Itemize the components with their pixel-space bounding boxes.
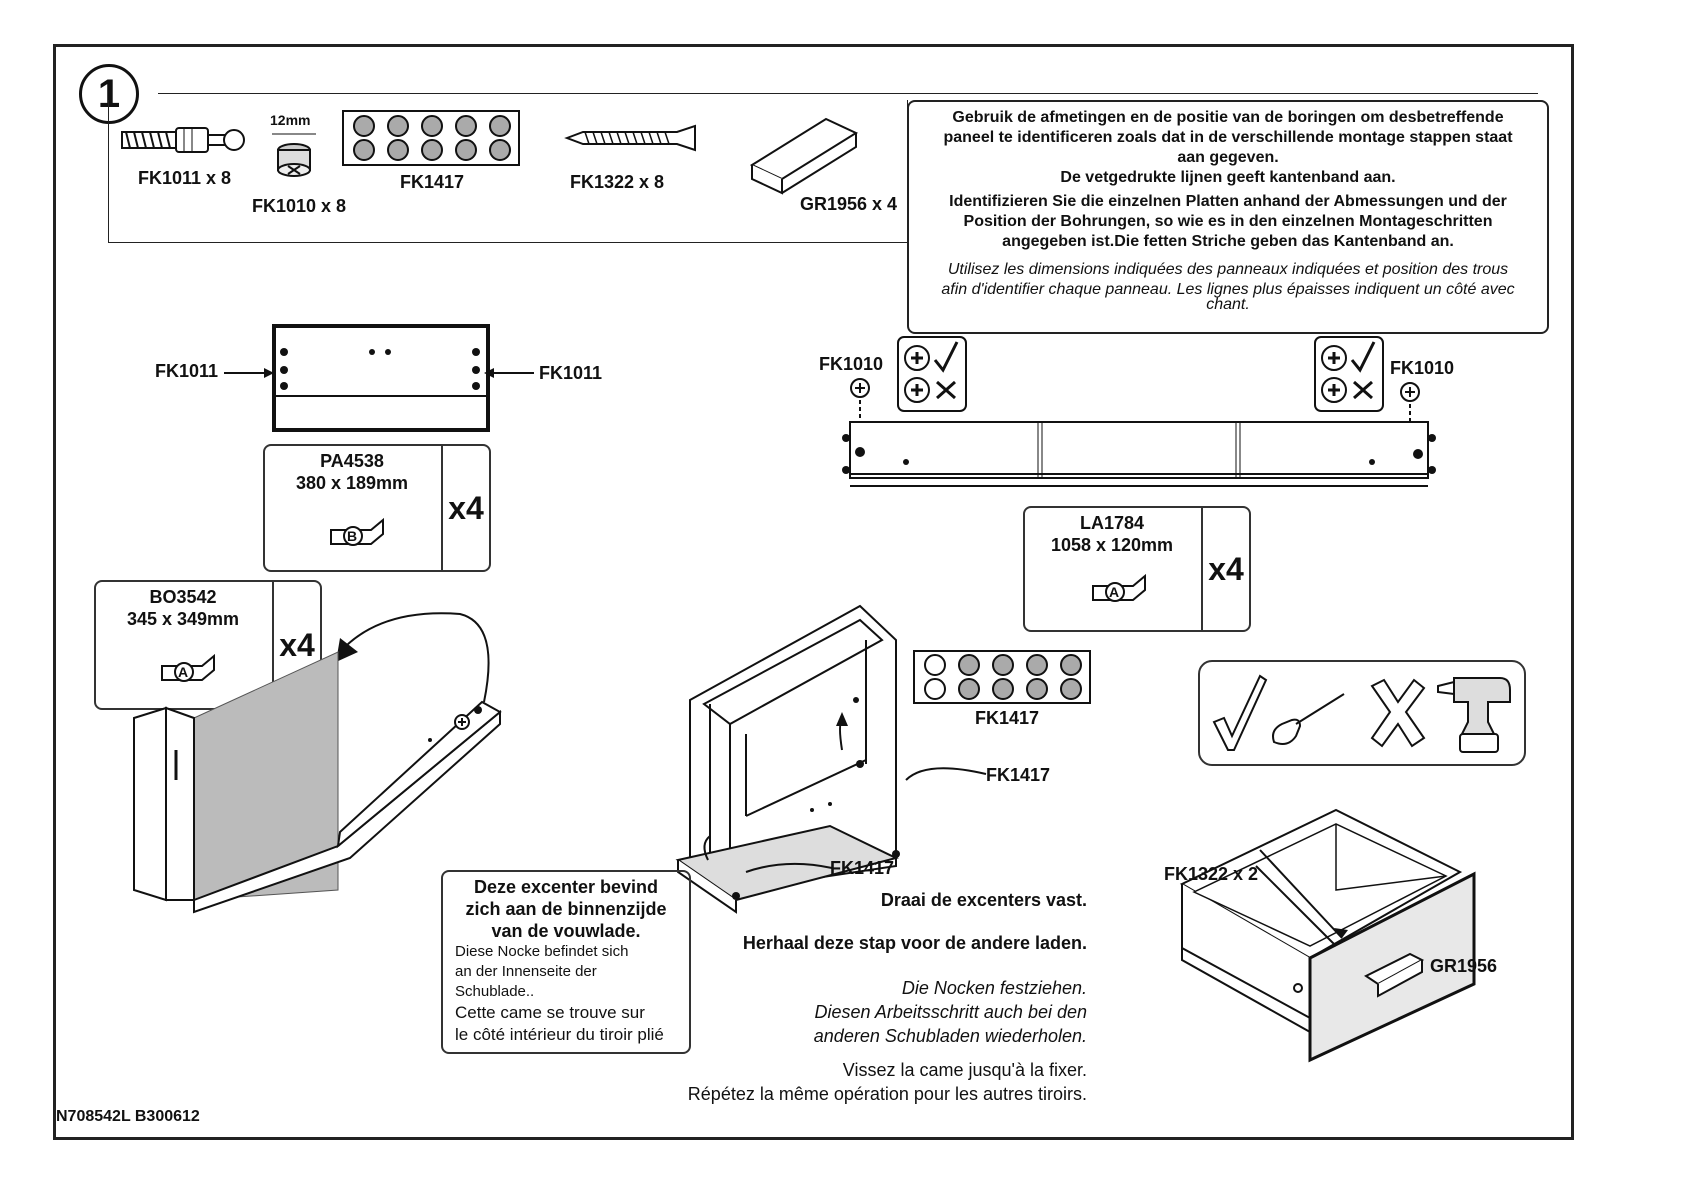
fk1322-drawer-label: FK1322 x 2 bbox=[1164, 864, 1259, 884]
screw-icon bbox=[564, 124, 696, 152]
note-nl-2: zich aan de binnenzijde bbox=[465, 899, 667, 919]
arrow-right-icon bbox=[224, 368, 274, 378]
header-rule bbox=[158, 93, 1538, 94]
la-code: LA1784 bbox=[1079, 513, 1145, 533]
note-de-3: Schublade.. bbox=[455, 983, 535, 1000]
info-nl-2: paneel te identificeren zoals dat in de … bbox=[943, 129, 1513, 146]
info-nl-1: Gebruik de afmetingen en de positie van … bbox=[952, 109, 1504, 126]
arrow-left-icon bbox=[484, 368, 534, 378]
cam-location-note: Deze excenter bevind zich aan de binnenz… bbox=[441, 870, 691, 1054]
cover-caps-sheet-icon bbox=[913, 650, 1091, 704]
pa-right-fk1011-label: FK1011 bbox=[539, 363, 603, 383]
note-fr-2: le côté intérieur du tiroir plié bbox=[455, 1025, 664, 1044]
fk1011-count-label: FK1011 x 8 bbox=[138, 168, 232, 188]
info-fr-1: Utilisez les dimensions indiquées des pa… bbox=[947, 261, 1509, 278]
fk1010-count-label: FK1010 x 8 bbox=[252, 196, 347, 216]
pa-marker-letter: B bbox=[347, 528, 358, 544]
bo-code: BO3542 bbox=[149, 587, 217, 607]
leader-line bbox=[905, 767, 987, 781]
panel-identification-info: Gebruik de afmetingen en de positie van … bbox=[907, 100, 1549, 334]
pa-panel-drawing bbox=[272, 324, 490, 432]
cross-icon bbox=[1370, 678, 1426, 748]
note-de-1: Diese Nocke befindet sich bbox=[455, 943, 629, 960]
instruction-nl-2: Herhaal deze stap voor de andere laden. bbox=[742, 933, 1087, 953]
la-size: 1058 x 120mm bbox=[1050, 535, 1174, 555]
bo-marker-letter: A bbox=[178, 664, 189, 680]
tools-card bbox=[1198, 660, 1526, 766]
info-fr-2: afin d'identifier chaque panneau. Les li… bbox=[941, 281, 1515, 298]
gr1956-drawer-label: GR1956 bbox=[1430, 956, 1498, 976]
la-left-fk1010-label: FK1010 bbox=[819, 354, 884, 374]
check-icon bbox=[1212, 674, 1268, 751]
drawer-frame-assembly-drawing bbox=[675, 604, 900, 914]
la-panel-drawing bbox=[842, 378, 1436, 487]
note-fr-1: Cette came se trouve sur bbox=[455, 1003, 645, 1022]
info-de-2: Position der Bohrungen, so wie es in den… bbox=[963, 213, 1493, 230]
drawer-handle-attach-drawing bbox=[1179, 808, 1476, 1063]
instruction-de-3: anderen Schubladen wiederholen. bbox=[813, 1026, 1087, 1046]
info-fr-3: chant. bbox=[1206, 296, 1250, 313]
info-de-3: angegeben ist.Die fetten Striche geben d… bbox=[1002, 233, 1454, 250]
la1784-panel-card: LA1784 1058 x 120mm A x4 bbox=[1023, 506, 1251, 632]
fk1417-sheet-label: FK1417 bbox=[975, 708, 1040, 728]
fk1417-label: FK1417 bbox=[400, 172, 465, 192]
pa4538-panel-card: PA4538 380 x 189mm B x4 bbox=[263, 444, 491, 572]
bottom-panel-insertion-drawing bbox=[133, 612, 502, 914]
panel-marker-a-icon bbox=[161, 653, 215, 682]
page-frame bbox=[53, 44, 1574, 1140]
bo-size: 345 x 349mm bbox=[126, 609, 240, 629]
document-code: N708542L B300612 bbox=[56, 1108, 200, 1125]
step-number: 1 bbox=[79, 64, 139, 124]
cam-bolt-icon bbox=[121, 127, 245, 153]
note-nl-1: Deze excenter bevind bbox=[473, 877, 659, 897]
info-nl-4: De vetgedrukte lijnen geeft kantenband a… bbox=[1060, 169, 1396, 186]
cam-check-card-right bbox=[1314, 336, 1384, 412]
info-de-1: Identifizieren Sie die einzelnen Platten… bbox=[949, 193, 1507, 210]
instructions: Draai de excenters vast. Herhaal deze st… bbox=[587, 890, 1087, 1106]
cam-check-card-left bbox=[897, 336, 967, 412]
instruction-fr-2: Répétez la même opération pour les autre… bbox=[687, 1084, 1087, 1104]
instruction-fr-1: Vissez la came jusqu'à la fixer. bbox=[842, 1060, 1087, 1080]
screwdriver-icon bbox=[1272, 693, 1345, 745]
instruction-nl-1: Draai de excenters vast. bbox=[880, 890, 1087, 910]
info-nl-3: aan gegeven. bbox=[1177, 149, 1279, 166]
cover-caps-sheet-icon bbox=[342, 110, 520, 166]
handle-icon bbox=[749, 117, 859, 195]
la-marker-letter: A bbox=[1109, 584, 1120, 600]
la-right-fk1010-label: FK1010 bbox=[1390, 358, 1455, 378]
power-drill-icon bbox=[1437, 677, 1511, 753]
pa-code: PA4538 bbox=[320, 451, 384, 471]
fk1322-count-label: FK1322 x 8 bbox=[570, 172, 665, 192]
note-nl-3: van de vouwlade. bbox=[491, 921, 641, 941]
instruction-de-2: Diesen Arbeitsschritt auch bei den bbox=[814, 1002, 1087, 1022]
fk1417-bottom-label: FK1417 bbox=[830, 858, 895, 878]
instruction-de-1: Die Nocken festziehen. bbox=[901, 978, 1087, 998]
pa-quantity: x4 bbox=[441, 446, 489, 570]
panel-marker-a-icon bbox=[1092, 573, 1146, 602]
gr1956-count-label: GR1956 x 4 bbox=[800, 194, 898, 214]
note-de-2: an der Innenseite der bbox=[455, 963, 597, 980]
bo-quantity: x4 bbox=[272, 582, 320, 708]
pa-left-fk1011-label: FK1011 bbox=[155, 361, 219, 381]
panel-marker-b-icon bbox=[330, 517, 384, 546]
fk1010-dimension-label: 12mm bbox=[270, 112, 311, 128]
la-quantity: x4 bbox=[1201, 508, 1249, 630]
fk1417-right-label: FK1417 bbox=[986, 765, 1051, 785]
leader-line bbox=[745, 862, 833, 873]
pa-size: 380 x 189mm bbox=[295, 473, 409, 493]
cam-lock-icon bbox=[272, 133, 316, 177]
